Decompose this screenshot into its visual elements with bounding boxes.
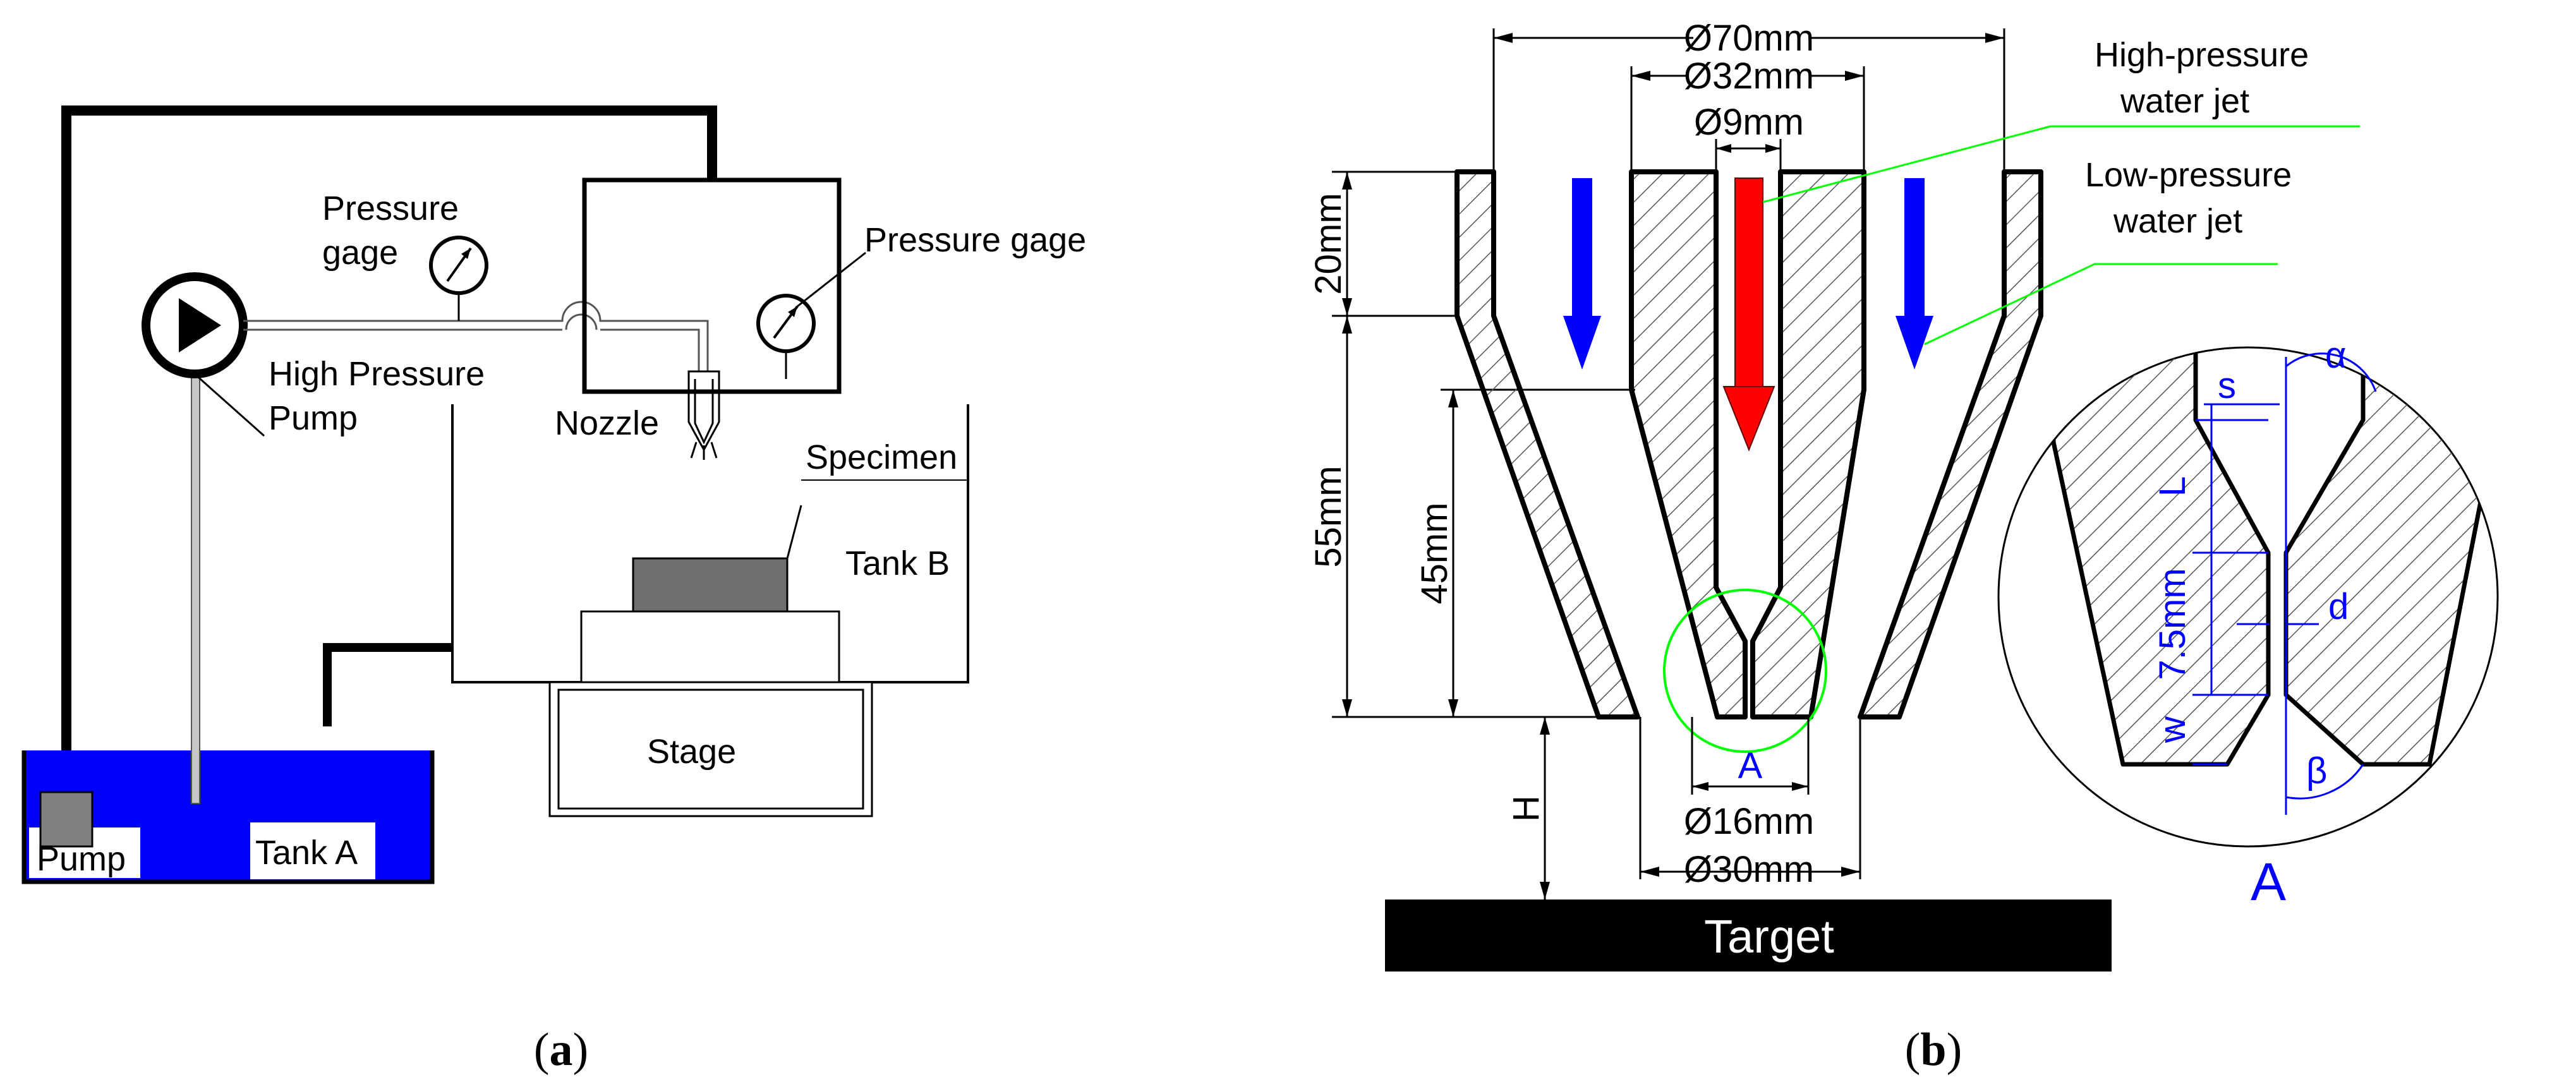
dim-outer-diameter: Ø70mm — [1684, 18, 1814, 59]
drain-pipe — [323, 643, 452, 726]
dim-total-height: 55mm — [1308, 466, 1349, 567]
detail-title: A — [2251, 852, 2286, 912]
detail-length: 7.5mm — [2152, 568, 2193, 680]
high-pressure-pump-label-2: Pump — [269, 399, 358, 437]
stage-label: Stage — [647, 733, 736, 771]
tank-a-label-bg — [250, 822, 375, 879]
left-dimensions — [1332, 171, 1635, 718]
high-pressure-pump-icon — [142, 272, 248, 378]
dim-bottom-outer-diameter: Ø30mm — [1684, 849, 1814, 890]
high-pressure-arrow — [1722, 177, 1775, 452]
dim-inner-height: 45mm — [1414, 502, 1455, 604]
high-pressure-pump-label-1: High Pressure — [269, 355, 485, 393]
dim-standoff-h: H — [1506, 795, 1547, 822]
specimen-platform — [580, 610, 840, 683]
low-pressure-arrow-right — [1896, 178, 1933, 370]
specimen-leader — [786, 505, 802, 559]
low-pressure-arrow-left — [1563, 178, 1601, 370]
inner-nozzle-left — [1629, 169, 1748, 719]
section-marker-a: A — [1738, 745, 1763, 786]
inner-nozzle-right — [1750, 169, 1866, 719]
high-pressure-label-2: water jet — [2120, 82, 2249, 120]
pump-label: Pump — [37, 840, 126, 878]
detail-d: d — [2328, 586, 2349, 627]
top-dimension-arrows — [1494, 33, 2004, 153]
high-pressure-leader — [1762, 125, 2360, 203]
target-label: Target — [1704, 910, 1834, 963]
panel-a: Tank A Pump High Pressure Pump — [21, 105, 1086, 884]
bottom-dimensions — [1544, 717, 1861, 899]
outer-wall-right — [1858, 169, 2043, 719]
bottom-dimension-arrows — [1540, 717, 1860, 899]
target-block — [1385, 899, 2112, 972]
pump-block: Pump — [29, 791, 140, 878]
pressure-gage-2-leader — [797, 251, 866, 308]
pressure-gage-2-icon — [756, 294, 816, 379]
detail-l: L — [2152, 476, 2193, 496]
detail-w: w — [2152, 716, 2193, 743]
detail-beta: β — [2306, 750, 2327, 791]
specimen-block — [632, 557, 789, 613]
pressure-gage-1-label-2: gage — [322, 234, 398, 272]
pump-label-leader — [194, 373, 265, 437]
stage-outer — [548, 681, 873, 817]
outer-wall-left — [1454, 169, 1640, 719]
tank-b-label: Tank B — [845, 544, 950, 582]
suction-pipe — [191, 366, 200, 804]
low-pressure-label-1: Low-pressure — [2085, 156, 2292, 194]
caption-a: (a) — [534, 1024, 588, 1076]
detail-alpha: α — [2325, 335, 2347, 376]
tank-a-label: Tank A — [255, 834, 358, 872]
tank-a-wall — [21, 750, 435, 884]
pump-icon — [39, 791, 94, 848]
nozzle-icon — [687, 370, 720, 460]
pressure-gage-1-icon — [429, 236, 488, 321]
dim-bottom-inner-diameter: Ø16mm — [1684, 801, 1814, 842]
specimen-label: Specimen — [806, 438, 957, 476]
pressure-gage-1-label-1: Pressure — [322, 190, 459, 227]
detail-dimensions — [2192, 352, 2377, 815]
stage-inner — [557, 689, 864, 810]
pressure-gage-2-label: Pressure gage — [864, 221, 1086, 259]
detail-marker-circle — [1663, 589, 1827, 753]
panel-b: Ø70mm Ø32mm Ø9mm 20mm 55mm 45mm — [1308, 18, 2499, 972]
dim-top-height: 20mm — [1308, 193, 1349, 294]
caption-b: (b) — [1905, 1024, 1962, 1076]
detail-s: s — [2218, 365, 2236, 406]
nozzle-label: Nozzle — [555, 404, 659, 442]
low-pressure-leader — [1924, 263, 2278, 346]
high-pressure-label-1: High-pressure — [2095, 36, 2309, 74]
return-pipe — [61, 105, 717, 809]
dim-inner-diameter: Ø9mm — [1694, 102, 1804, 143]
detail-view-a: α s L d 7.5mm w β A — [1997, 335, 2499, 912]
left-dimension-arrows — [1342, 172, 1458, 717]
low-pressure-label-2: water jet — [2113, 202, 2242, 240]
dim-middle-diameter: Ø32mm — [1684, 56, 1814, 97]
enclosure-box — [582, 177, 842, 394]
